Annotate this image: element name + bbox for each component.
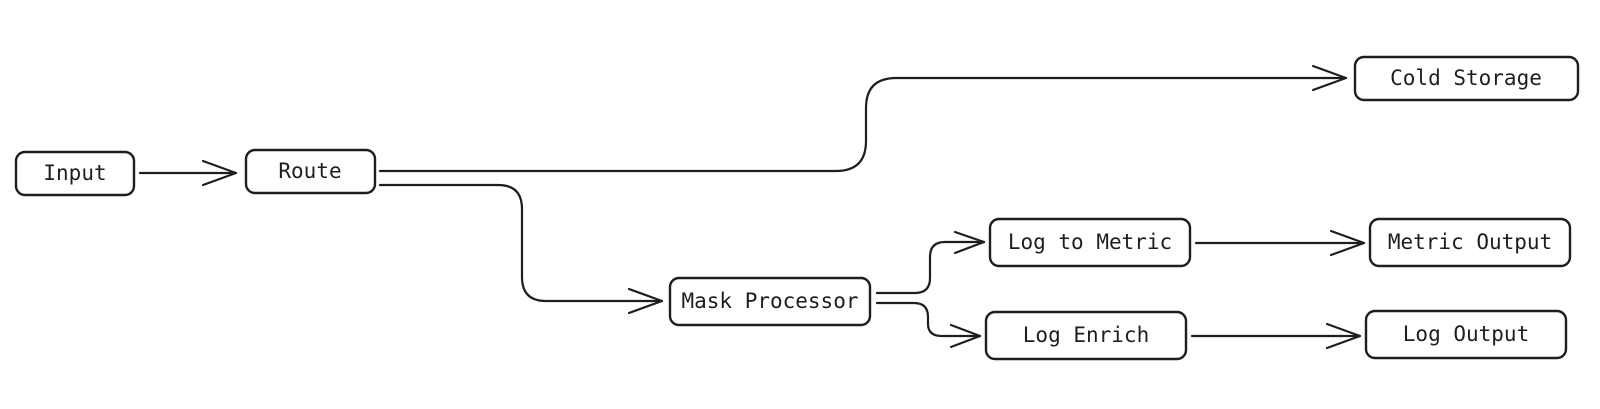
node-log-to-metric-label: Log to Metric <box>1008 230 1172 254</box>
node-route-label: Route <box>278 159 341 183</box>
arrowhead-mask-processor <box>627 287 664 315</box>
arrowhead-route <box>201 159 238 187</box>
node-log-output[interactable]: Log Output <box>1364 309 1568 360</box>
arrowhead-metric-output <box>1329 229 1366 257</box>
node-mask-processor[interactable]: Mask Processor <box>668 276 872 327</box>
node-cold-storage-box[interactable] <box>1353 55 1580 102</box>
node-cold-storage-label: Cold Storage <box>1390 66 1542 90</box>
node-route[interactable]: Route <box>244 148 377 195</box>
node-log-to-metric-box[interactable] <box>988 217 1192 268</box>
arrowhead-cold-storage <box>1311 64 1348 92</box>
arrowhead-log-output <box>1325 322 1362 350</box>
edge-route-to-cold-storage <box>378 76 1348 173</box>
node-mask-processor-label: Mask Processor <box>681 289 858 313</box>
arrowhead-log-enrich <box>949 323 982 349</box>
node-log-enrich-box[interactable] <box>984 310 1188 361</box>
node-input[interactable]: Input <box>14 150 136 197</box>
node-metric-output[interactable]: Metric Output <box>1368 217 1572 268</box>
edge-mask-to-log-enrich <box>875 301 982 338</box>
node-input-label: Input <box>43 161 106 185</box>
edges <box>138 64 1366 350</box>
nodes: Input Route Cold Storage Mask Processor … <box>14 55 1580 361</box>
node-log-enrich[interactable]: Log Enrich <box>984 310 1188 361</box>
node-log-to-metric[interactable]: Log to Metric <box>988 217 1192 268</box>
edge-mask-to-log-to-metric <box>875 240 986 295</box>
node-input-box[interactable] <box>14 150 136 197</box>
node-metric-output-label: Metric Output <box>1388 230 1552 254</box>
node-route-box[interactable] <box>244 148 377 195</box>
node-metric-output-box[interactable] <box>1368 217 1572 268</box>
node-mask-processor-box[interactable] <box>668 276 872 327</box>
node-cold-storage[interactable]: Cold Storage <box>1353 55 1580 102</box>
arrowhead-log-to-metric <box>953 230 986 255</box>
node-log-output-label: Log Output <box>1403 322 1529 346</box>
edge-route-to-mask-processor <box>378 183 664 303</box>
node-log-output-box[interactable] <box>1364 309 1568 360</box>
node-log-enrich-label: Log Enrich <box>1023 323 1149 347</box>
